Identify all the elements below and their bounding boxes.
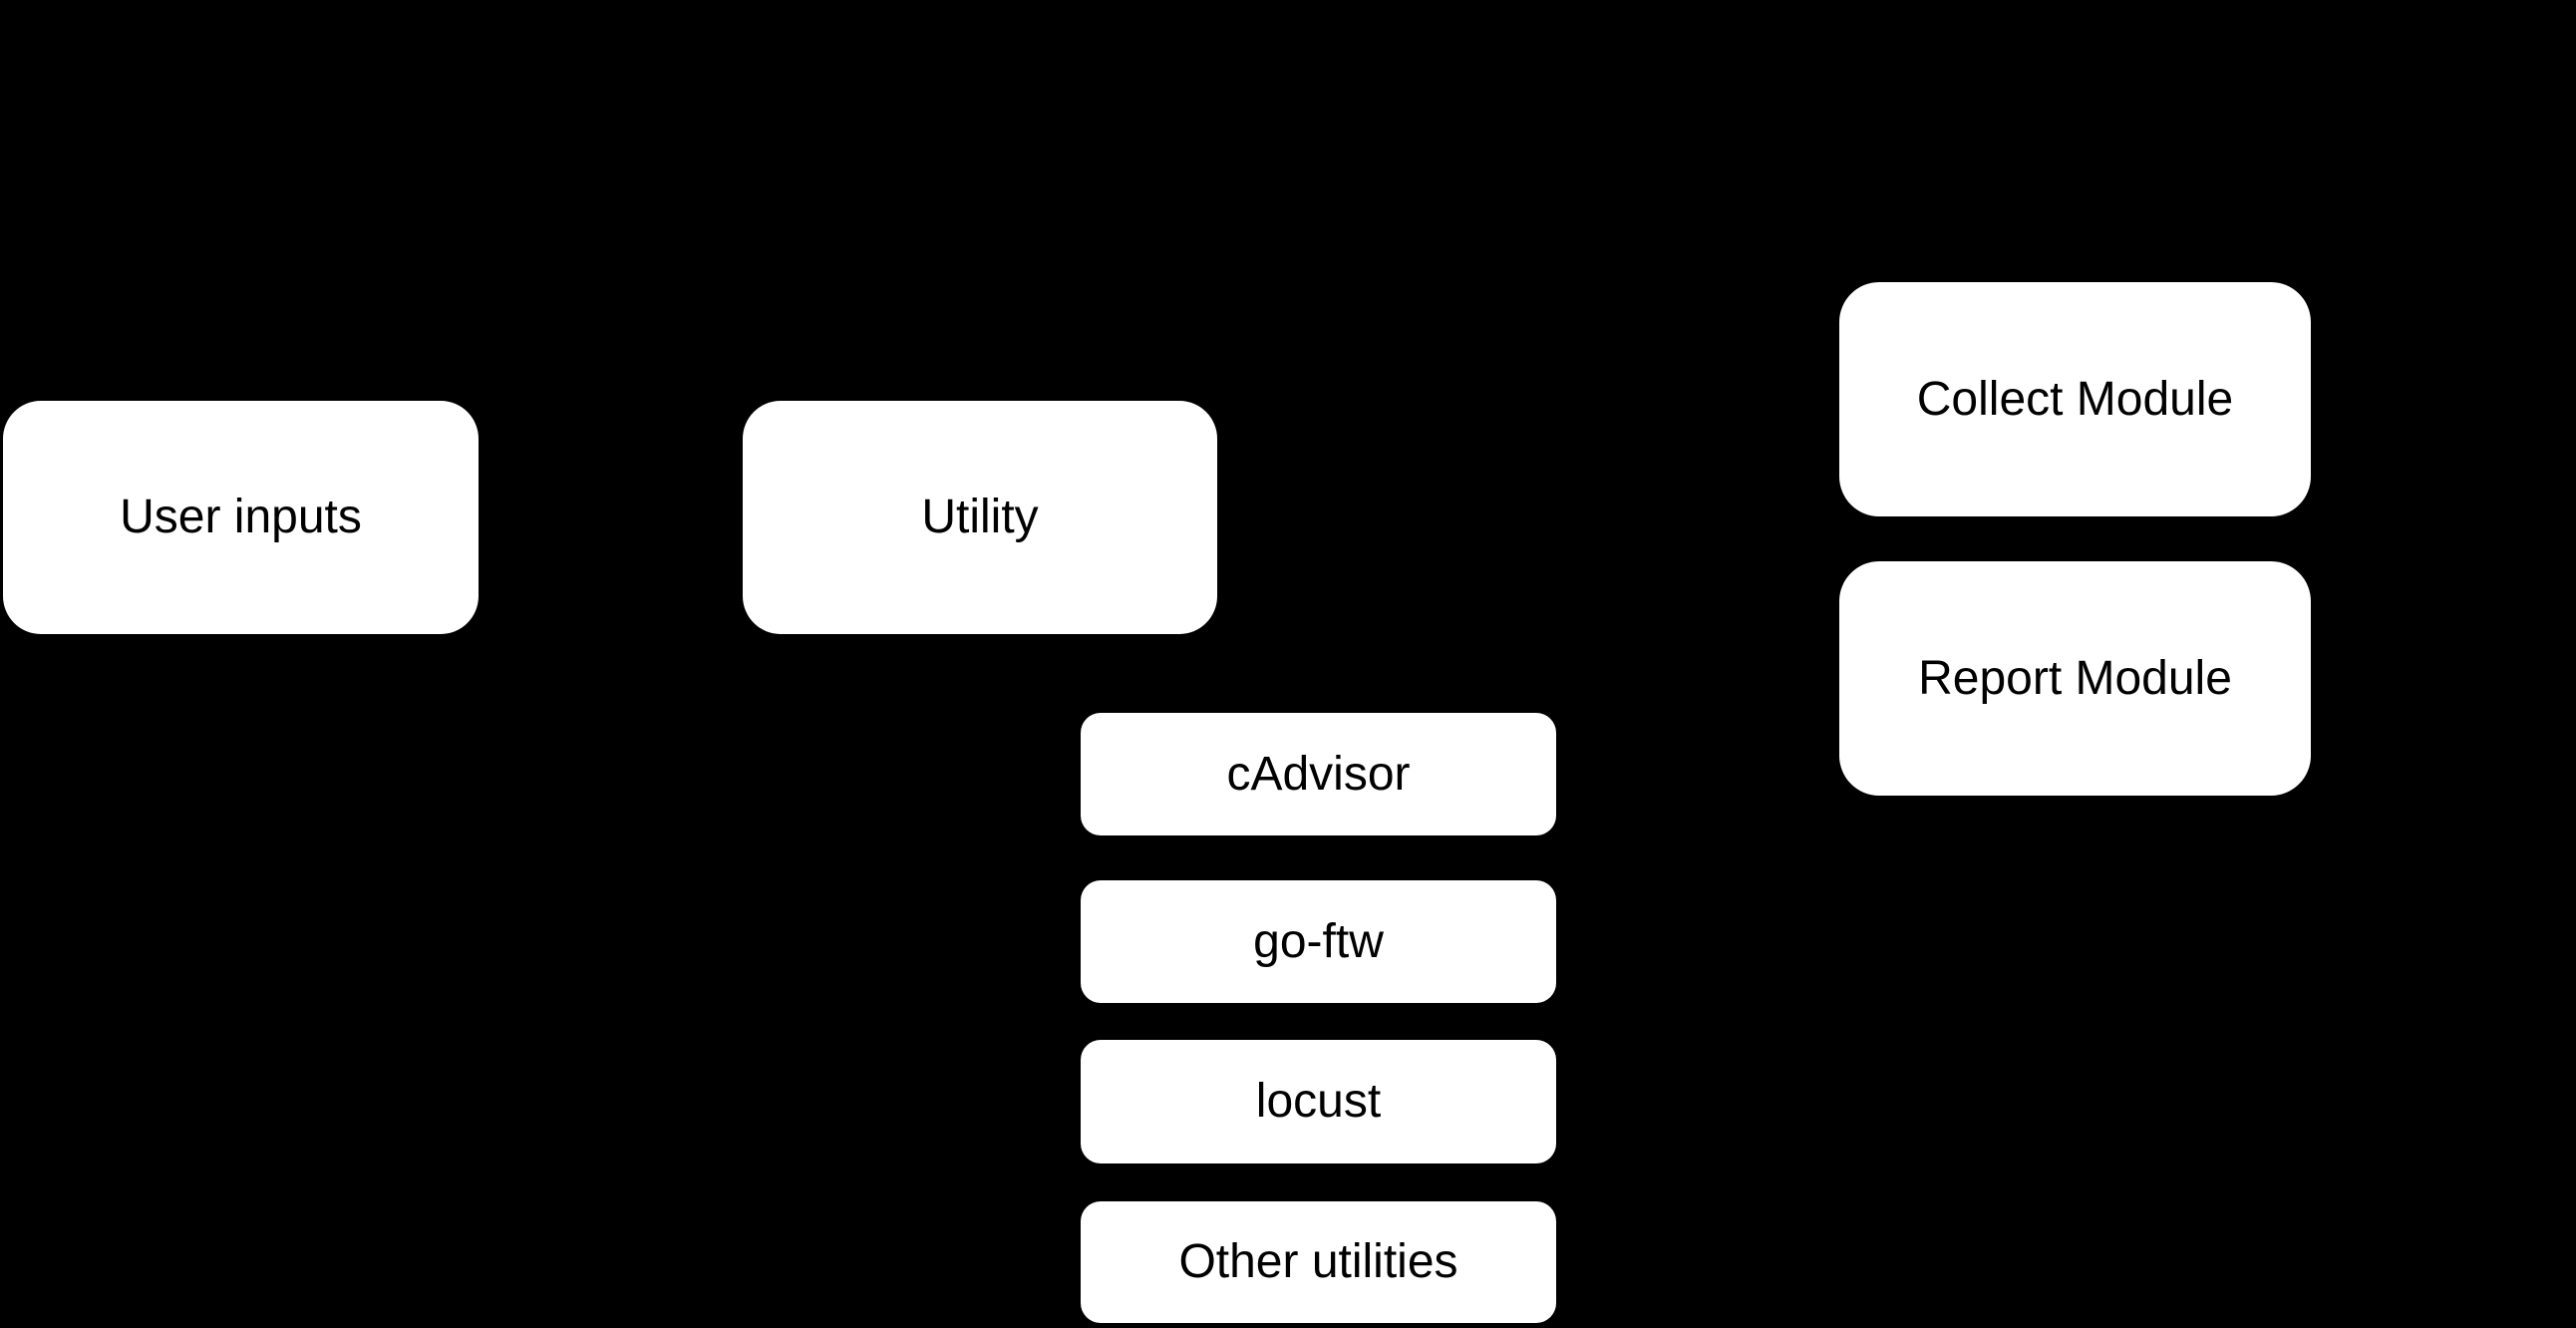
node-cadvisor-label: cAdvisor [1226,747,1411,801]
node-collect-module: Collect Module [1839,282,2311,516]
node-other-utilities-label: Other utilities [1178,1235,1458,1289]
node-utility-label: Utility [921,491,1039,544]
node-cadvisor: cAdvisor [1081,713,1556,835]
node-locust: locust [1081,1040,1556,1163]
node-other-utilities: Other utilities [1081,1201,1556,1323]
node-user-inputs: User inputs [3,401,479,634]
node-go-ftw-label: go-ftw [1253,914,1384,968]
node-report-module: Report Module [1839,561,2311,796]
node-locust-label: locust [1255,1075,1382,1129]
node-collect-module-label: Collect Module [1916,372,2234,426]
node-report-module-label: Report Module [1918,651,2232,705]
node-utility: Utility [743,401,1217,634]
node-user-inputs-label: User inputs [120,491,362,544]
node-go-ftw: go-ftw [1081,880,1556,1003]
